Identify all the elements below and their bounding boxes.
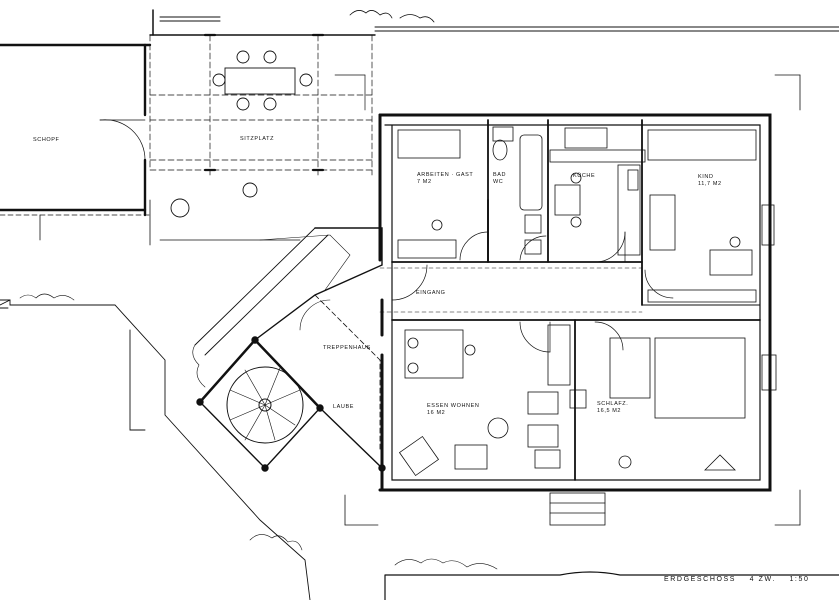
label-schlafz: SCHLAFZ. 16,5 M2 — [597, 401, 629, 414]
label-bad-wc: BAD WC — [493, 172, 507, 185]
bathroom-fixtures — [492, 126, 543, 255]
kind-furniture — [647, 129, 757, 303]
label-arbeiten-gast: ARBEITEN · GAST 7 M2 — [417, 172, 474, 185]
arbeiten-furniture — [397, 129, 461, 259]
sitzplatz-pergola — [149, 33, 376, 176]
title-type: 4 ZW. — [749, 576, 776, 583]
house-walls — [378, 113, 772, 492]
label-eingang: EINGANG — [416, 290, 446, 296]
schopf-shed — [0, 43, 301, 246]
title-scale: 1:50 — [789, 576, 810, 583]
eingang-corridor — [379, 267, 643, 313]
label-essen-wohnen: ESSEN WOHNEN 16 M2 — [427, 403, 480, 416]
label-kind: KIND 11,7 M2 — [698, 174, 722, 187]
wohnen-furniture — [398, 324, 571, 477]
garden-table — [170, 50, 313, 218]
title-floor: ERDGESCHOSS — [664, 576, 737, 583]
title-block: ERDGESCHOSS 4 ZW. 1:50 — [664, 576, 819, 583]
label-laube: LAUBE — [333, 404, 355, 410]
label-treppenhaus: TREPPENHAUS — [323, 345, 371, 351]
entrance-steps — [344, 74, 801, 526]
top-boundary — [152, 9, 839, 36]
kitchen-fixtures — [549, 127, 646, 256]
label-sitzplatz: SITZPLATZ — [240, 136, 275, 142]
schlafz-furniture — [569, 204, 777, 471]
garden-hedge — [0, 293, 839, 600]
label-schopf: SCHOPF — [33, 137, 60, 143]
stair-tower — [192, 227, 386, 472]
label-kueche: KÜCHE — [573, 173, 596, 179]
